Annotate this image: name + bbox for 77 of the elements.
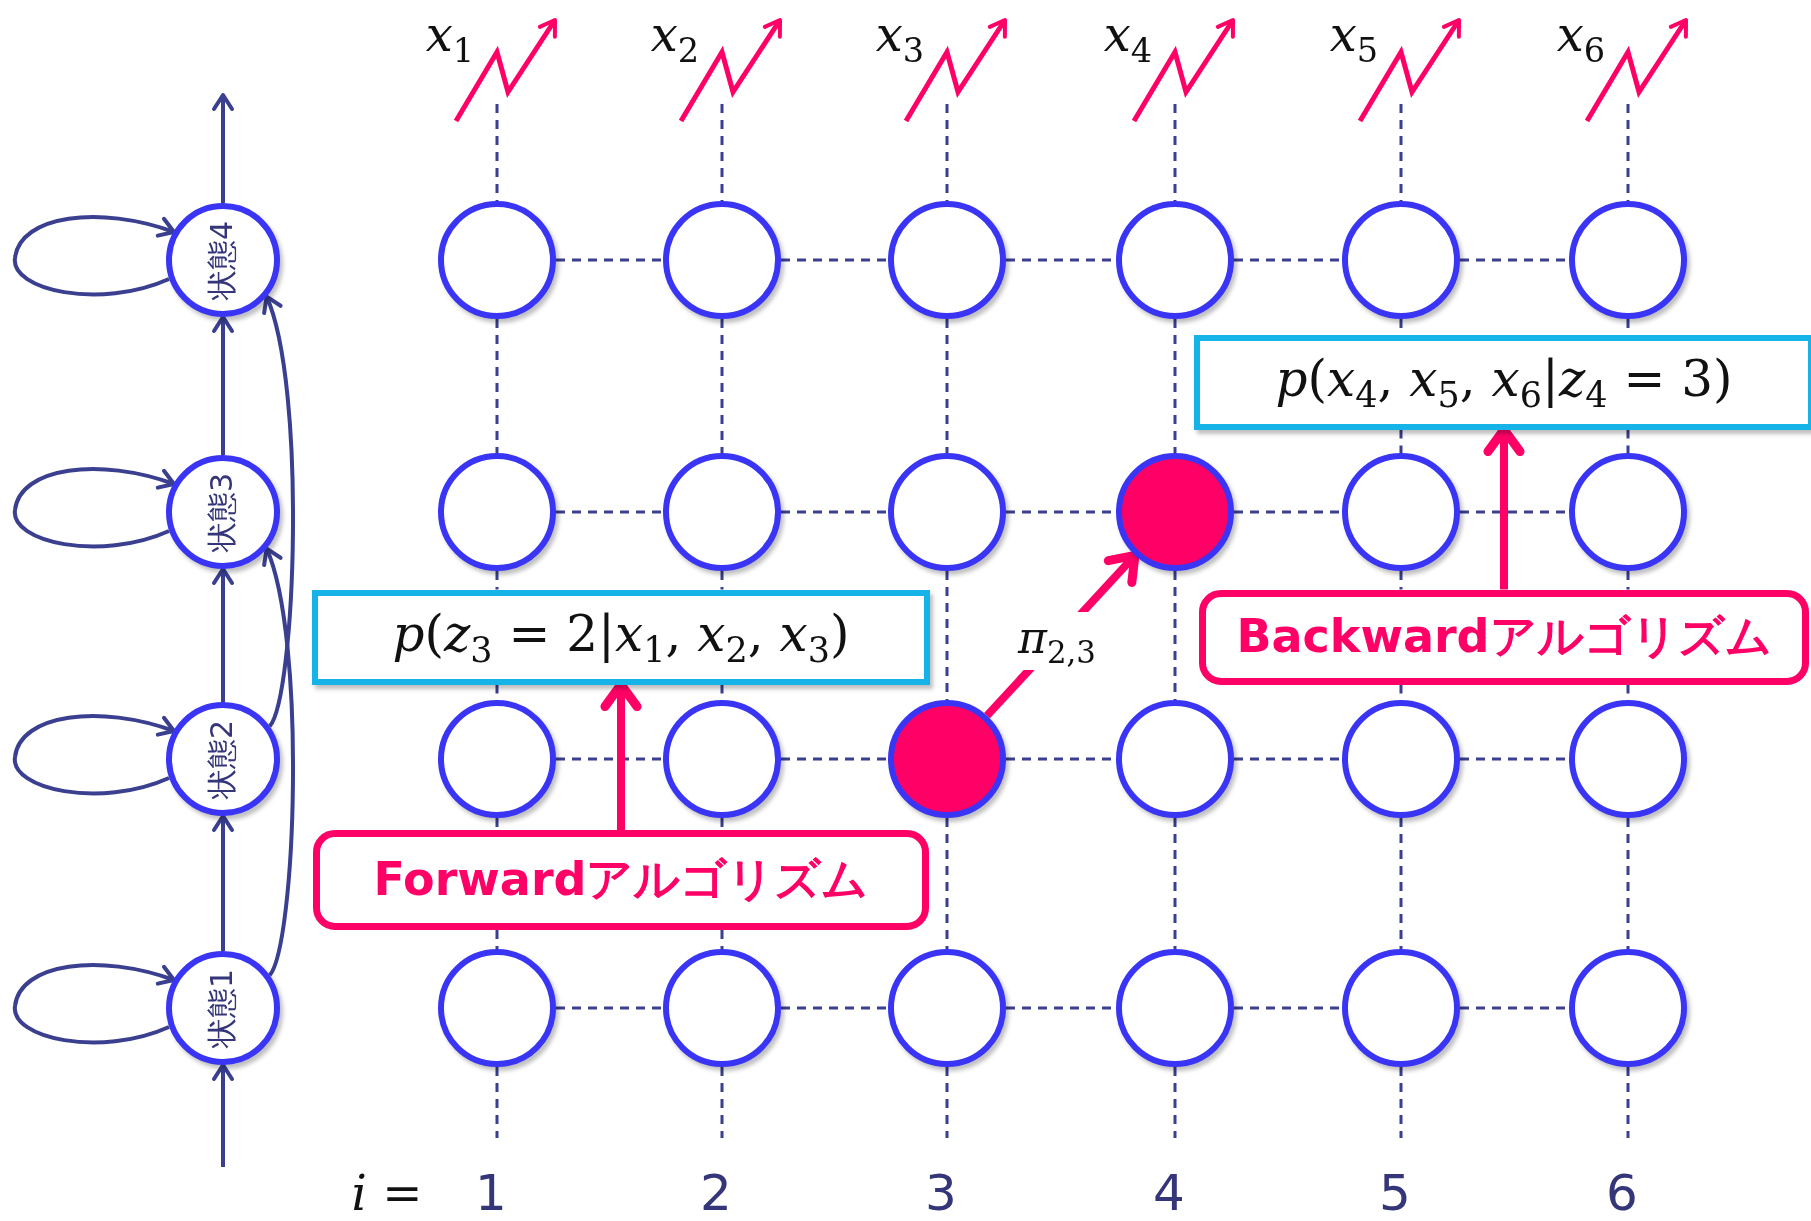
state-circle: 状態3 — [166, 455, 280, 569]
dashed-line — [945, 319, 949, 453]
formula-box: p(x$_{4}$, x$_{5}$, x$_{6}$|z$_{4}$ = 3) — [1194, 334, 1811, 430]
dashed-line — [945, 818, 949, 949]
dashed-line — [556, 1006, 663, 1010]
dashed-line — [720, 571, 724, 590]
loop-arrow — [13, 963, 176, 1045]
dashed-line — [1173, 319, 1177, 453]
index-number: 2 — [700, 1164, 732, 1221]
arrow — [212, 93, 234, 203]
arrow — [212, 814, 234, 951]
dashed-line — [1626, 1067, 1630, 1138]
dashed-line — [720, 104, 724, 201]
dashed-line — [1399, 429, 1403, 453]
dashed-line — [495, 571, 499, 590]
curved-arrow — [260, 294, 295, 728]
loop-arrow — [13, 714, 176, 796]
dashed-line — [1399, 104, 1403, 201]
dashed-line — [1234, 258, 1342, 262]
dashed-line — [945, 1067, 949, 1138]
dashed-line — [1626, 104, 1630, 201]
dashed-line — [1399, 571, 1403, 590]
dashed-line — [1234, 510, 1342, 514]
dashed-line — [1626, 429, 1630, 453]
variable-label: x$_{2}$ — [650, 6, 700, 70]
dashed-line — [1399, 1067, 1403, 1138]
dashed-line — [720, 930, 724, 949]
dashed-line — [495, 1067, 499, 1138]
state-circle: 状態1 — [166, 951, 280, 1065]
dashed-line — [720, 319, 724, 453]
arrow — [212, 567, 234, 702]
index-number: 4 — [1153, 1164, 1185, 1221]
loop-arrow — [13, 467, 176, 549]
state-circle: 状態4 — [166, 203, 280, 317]
index-number: 5 — [1379, 1164, 1411, 1221]
dashed-line — [495, 818, 499, 830]
dashed-line — [1173, 818, 1177, 949]
dashed-line — [495, 319, 499, 453]
dashed-line — [556, 757, 663, 761]
algorithm-callout-box: Forwardアルゴリズム — [313, 830, 929, 930]
dashed-line — [1399, 818, 1403, 949]
index-number: 1 — [475, 1164, 507, 1221]
arrow — [212, 315, 234, 455]
dashed-line — [1173, 571, 1177, 700]
dashed-line — [556, 510, 663, 514]
variable-label: x$_{6}$ — [1556, 6, 1606, 70]
index-number: 3 — [925, 1164, 957, 1221]
formula-box: p(z$_{3}$ = 2|x$_{1}$, x$_{2}$, x$_{3}$) — [312, 589, 930, 685]
dashed-line — [1626, 571, 1630, 590]
dashed-line — [781, 757, 888, 761]
dashed-line — [1173, 104, 1177, 201]
index-number: 6 — [1606, 1164, 1638, 1221]
index-label: i = — [351, 1165, 423, 1221]
dashed-line — [781, 1006, 888, 1010]
variable-label: x$_{5}$ — [1329, 6, 1379, 70]
dashed-line — [1234, 757, 1342, 761]
variable-label: x$_{3}$ — [875, 6, 925, 70]
dashed-line — [720, 1067, 724, 1138]
dashed-line — [720, 818, 724, 830]
dashed-line — [945, 571, 949, 700]
algorithm-callout-box: Backwardアルゴリズム — [1199, 589, 1809, 685]
dashed-line — [1626, 818, 1630, 949]
variable-label: x$_{1}$ — [425, 6, 475, 70]
dashed-line — [1173, 1067, 1177, 1138]
dashed-line — [1234, 1006, 1342, 1010]
dashed-line — [781, 510, 888, 514]
dashed-line — [495, 930, 499, 949]
dashed-line — [495, 104, 499, 201]
dashed-line — [556, 258, 663, 262]
arrow — [212, 1063, 234, 1167]
variable-label: x$_{4}$ — [1103, 6, 1153, 70]
loop-arrow — [13, 215, 176, 297]
dashed-line — [945, 104, 949, 201]
state-circle: 状態2 — [166, 702, 280, 816]
curved-arrow — [260, 546, 295, 977]
dashed-line — [781, 258, 888, 262]
trellis-circle — [1116, 453, 1234, 571]
